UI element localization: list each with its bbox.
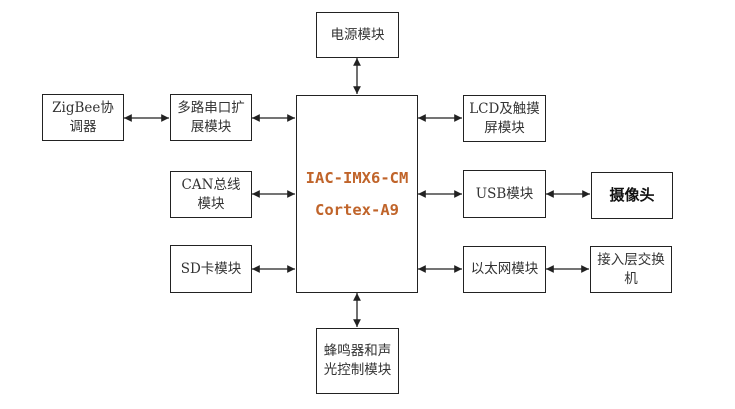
access-switch: 接入层交换机 [590,246,672,293]
usb-module: USB模块 [463,170,546,218]
cpu-core: Cortex-A9 [315,201,399,219]
lcd-label: LCD及触摸屏模块 [469,100,540,136]
switch-label: 接入层交换机 [597,251,665,287]
camera: 摄像头 [591,172,673,219]
can-label: CAN总线模块 [181,176,241,212]
ethernet-module: 以太网模块 [463,246,546,293]
serial-label: 多路串口扩展模块 [177,99,245,135]
power-module: 电源模块 [316,12,399,58]
serial-expansion-module: 多路串口扩展模块 [170,94,252,141]
ethernet-label: 以太网模块 [470,261,539,277]
buzzer-module: 蜂鸣器和声光控制模块 [316,328,399,394]
sd-label: SD卡模块 [180,260,242,277]
lcd-touch-module: LCD及触摸屏模块 [463,95,546,142]
power-label: 电源模块 [330,26,385,43]
sd-card-module: SD卡模块 [170,245,252,293]
cpu-model: IAC-IMX6-CM [305,169,409,187]
camera-label: 摄像头 [609,186,655,204]
zigbee-coordinator: ZigBee协调器 [42,94,124,141]
zigbee-label: ZigBee协调器 [52,99,114,135]
buzzer-label: 蜂鸣器和声光控制模块 [323,343,392,378]
can-bus-module: CAN总线模块 [170,171,252,218]
cpu-block: IAC-IMX6-CM Cortex-A9 [296,95,418,293]
usb-label: USB模块 [475,185,534,202]
